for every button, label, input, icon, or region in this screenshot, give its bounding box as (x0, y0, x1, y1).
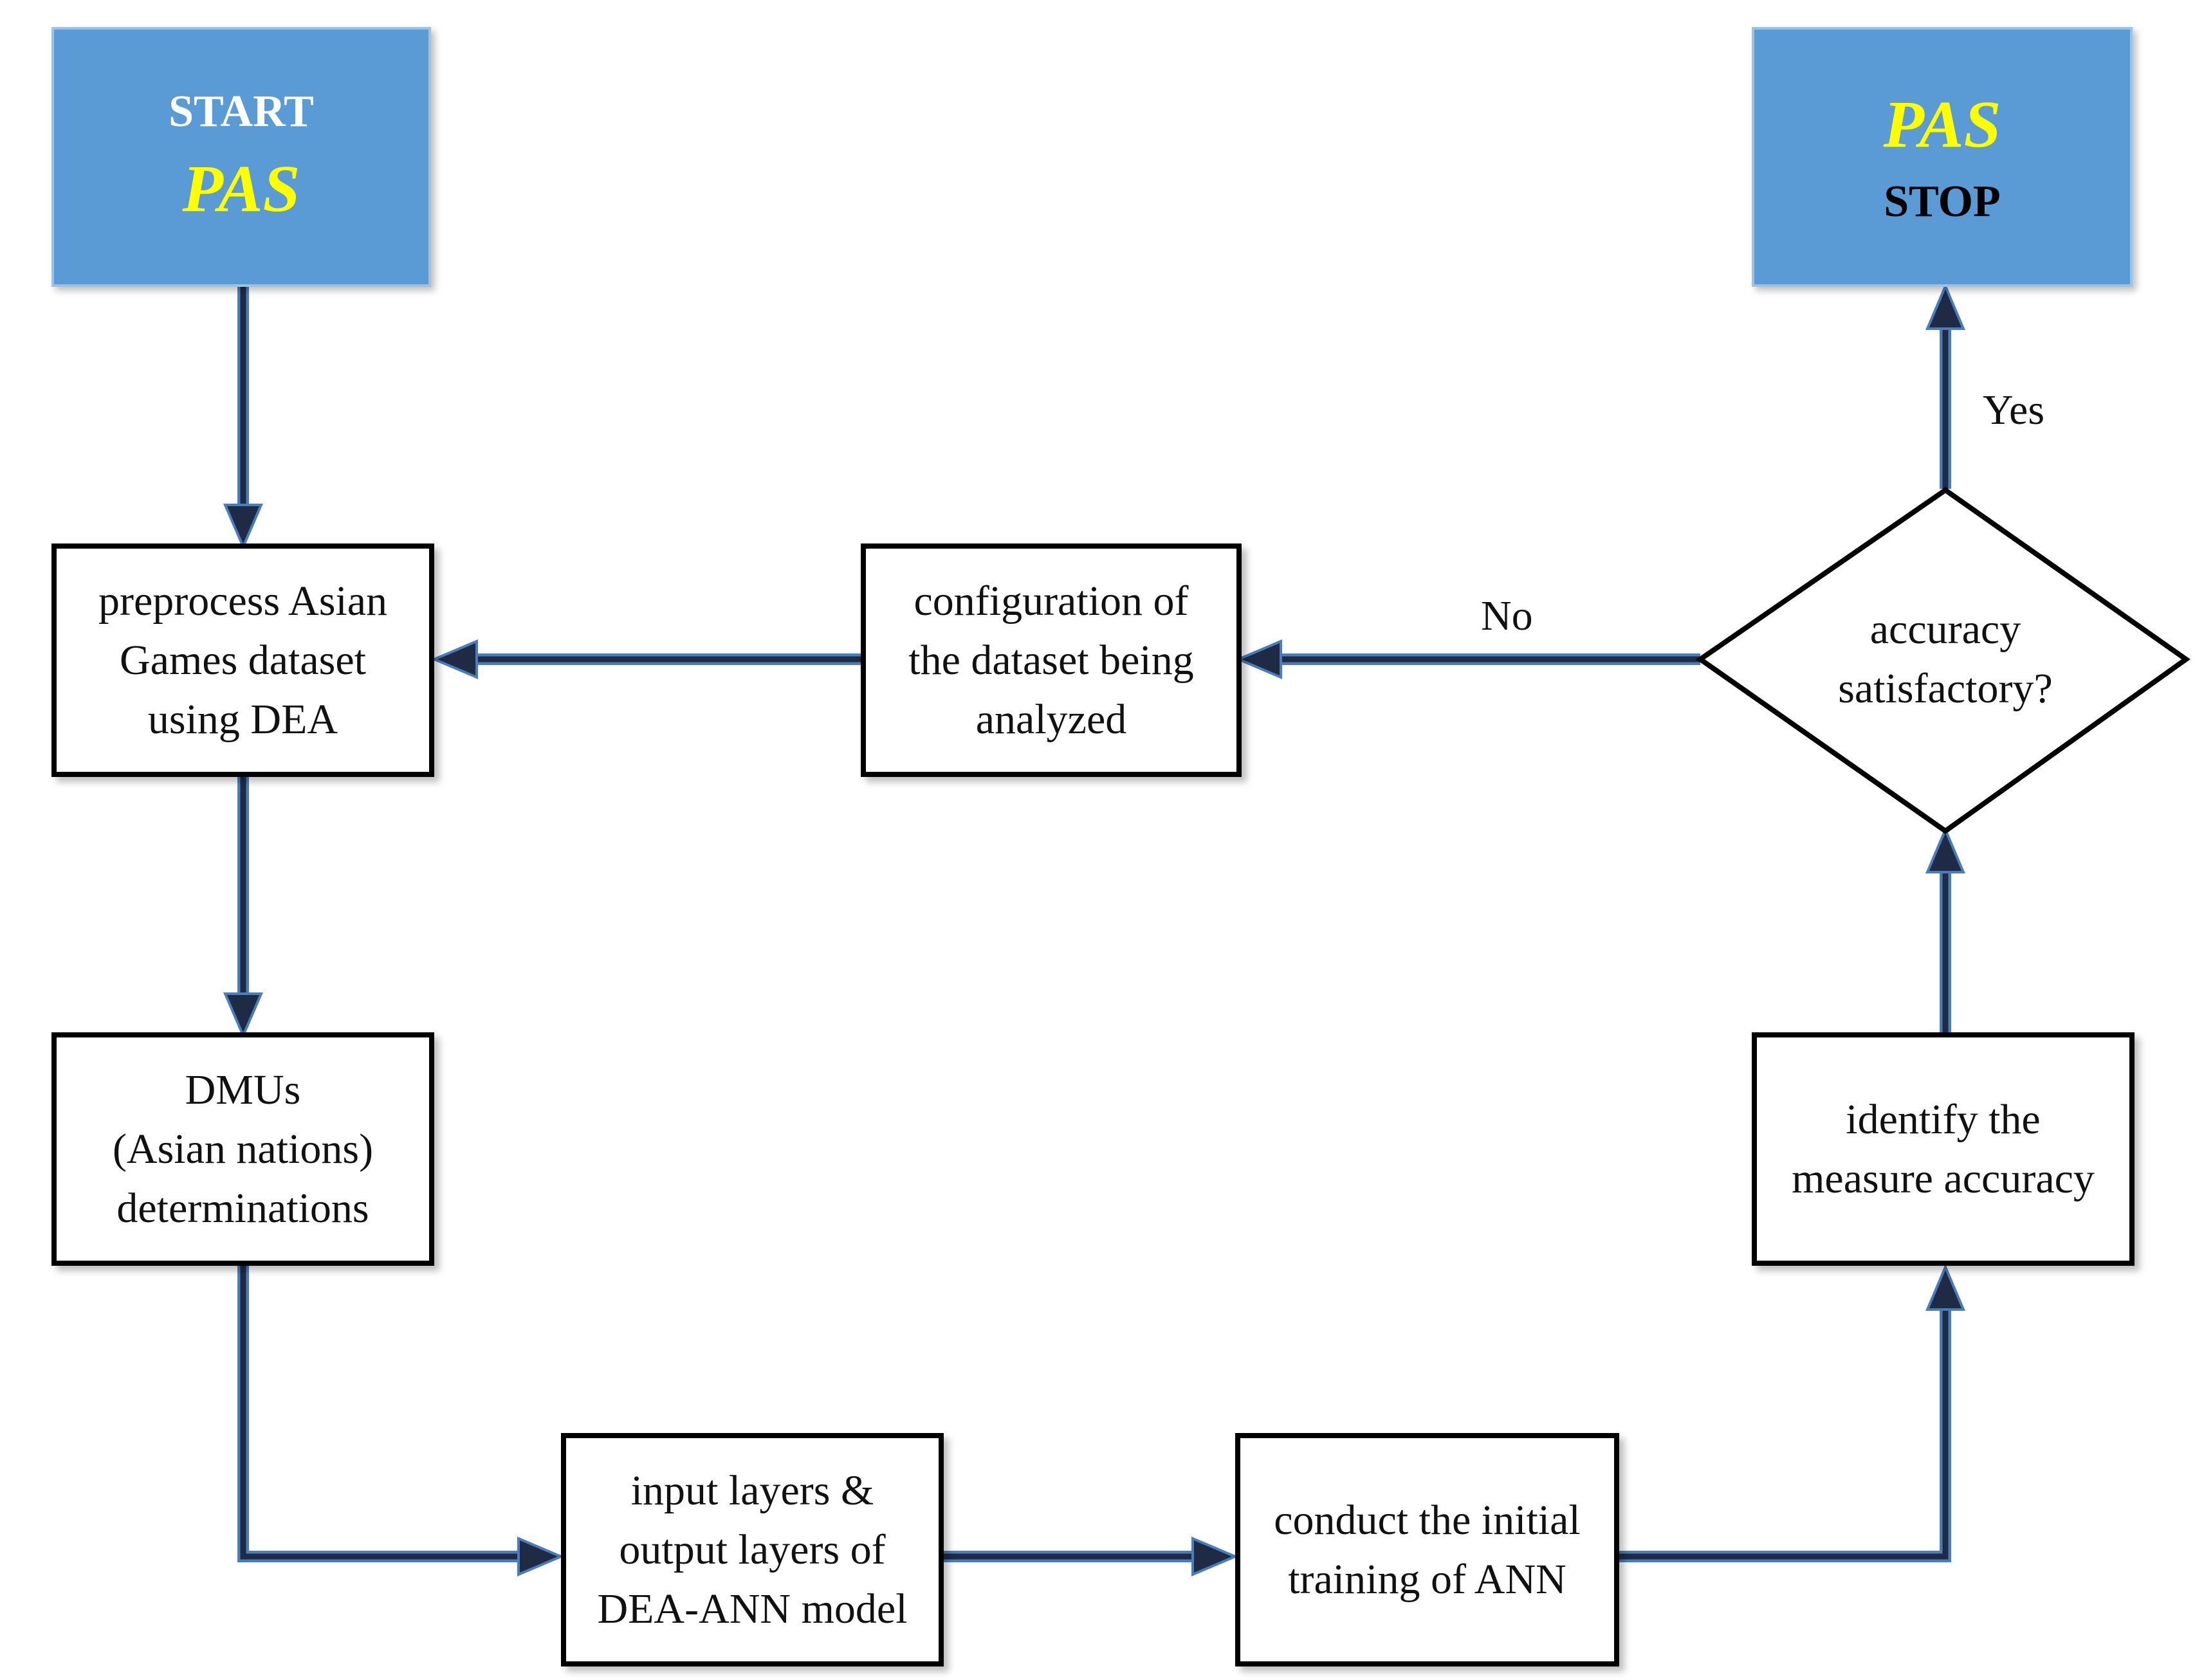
preprocess-line-2: Games dataset (119, 636, 366, 684)
initial-training-line-2: training of ANN (1288, 1555, 1566, 1603)
stop-label: STOP (1884, 177, 2001, 226)
connector-measure-to-decision (1925, 826, 1966, 1036)
measure-accuracy-line-2: measure accuracy (1792, 1155, 2095, 1202)
measure-accuracy-box: identify the measure accuracy (1752, 1032, 2135, 1266)
connector-preprocess-to-dmus (223, 777, 264, 1039)
preprocess-box: preprocess Asian Games dataset using DEA (51, 543, 434, 777)
decision-label: accuracy satisfactory? (1750, 579, 2141, 740)
connector-decision-no-to-configuration (1235, 639, 1700, 680)
input-layers-line-2: output layers of (619, 1526, 886, 1573)
no-edge-label: No (1481, 592, 1533, 639)
dmus-line-1: DMUs (185, 1066, 301, 1113)
connector-input-layers-to-training (942, 1536, 1239, 1577)
input-layers-line-1: input layers & (630, 1466, 874, 1514)
configuration-line-3: analyzed (975, 695, 1127, 743)
decision-diamond (1695, 487, 2190, 834)
start-terminal: START PAS (51, 27, 431, 287)
dmus-line-2: (Asian nations) (112, 1125, 374, 1173)
stop-terminal: PAS STOP (1752, 27, 2133, 287)
start-label: START (169, 87, 314, 136)
start-pas-label: PAS (182, 152, 300, 226)
initial-training-line-1: conduct the initial (1274, 1496, 1581, 1544)
preprocess-line-1: preprocess Asian (98, 577, 388, 625)
connector-configuration-to-preprocess (430, 639, 861, 680)
connector-decision-yes-to-stop (1925, 282, 1966, 489)
initial-training-box: conduct the initial training of ANN (1235, 1433, 1619, 1666)
decision-line-1: accuracy (1869, 606, 2021, 653)
dmus-box: DMUs (Asian nations) determinations (51, 1032, 434, 1266)
input-layers-line-3: DEA-ANN model (597, 1585, 908, 1632)
connector-start-to-preprocess (223, 286, 264, 551)
measure-accuracy-line-1: identify the (1846, 1095, 2041, 1143)
yes-edge-label: Yes (1983, 387, 2045, 434)
dmus-line-3: determinations (116, 1184, 369, 1232)
connector-dmus-to-input-layers (237, 1266, 565, 1577)
decision-line-2: satisfactory? (1838, 665, 2053, 712)
configuration-line-2: the dataset being (908, 636, 1194, 684)
connector-training-to-measure (1618, 1263, 1966, 1562)
preprocess-line-3: using DEA (147, 695, 338, 743)
input-layers-box: input layers & output layers of DEA-ANN … (561, 1433, 944, 1666)
stop-pas-label: PAS (1883, 87, 2001, 161)
configuration-line-1: configuration of (914, 577, 1189, 625)
configuration-box: configuration of the dataset being analy… (861, 543, 1242, 777)
